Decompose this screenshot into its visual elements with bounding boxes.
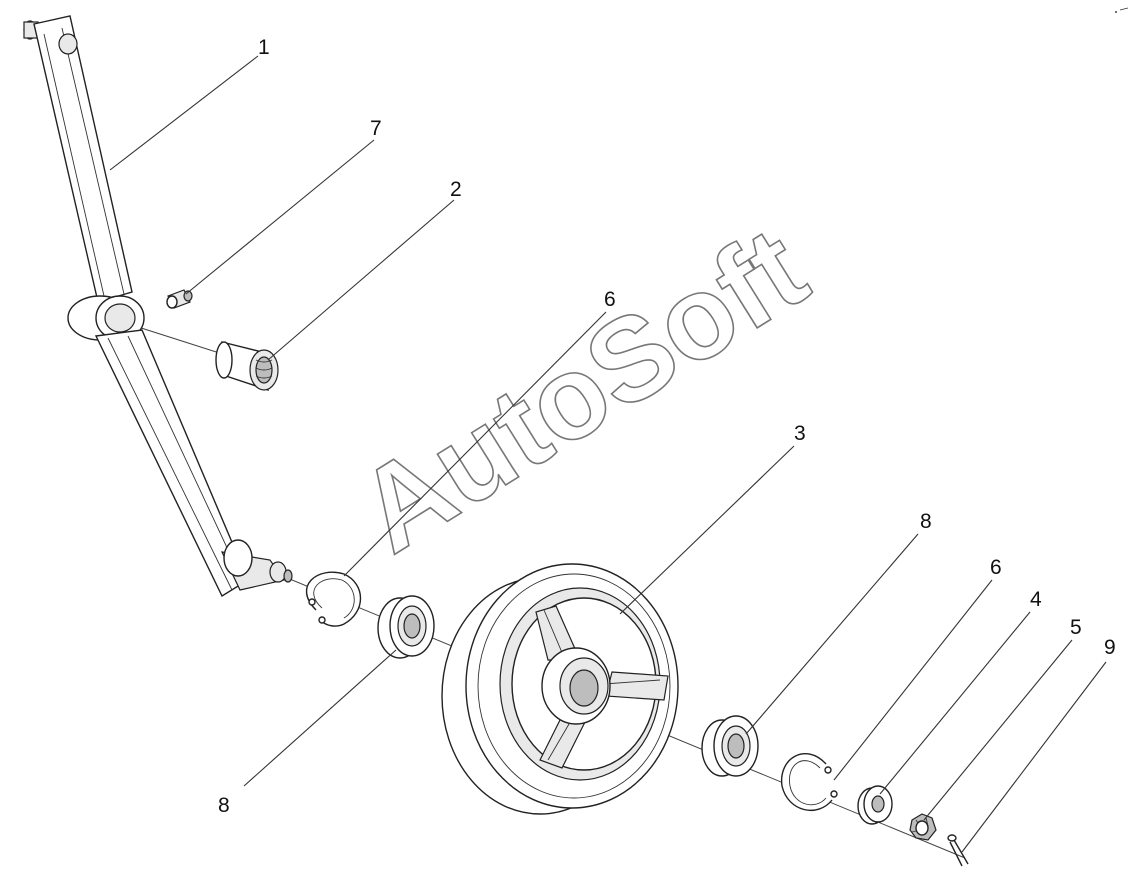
- washer-part: [857, 785, 893, 825]
- callout-9: 9: [1104, 636, 1116, 659]
- callout-4: 4: [1030, 588, 1042, 611]
- watermark: AutoSoft: [335, 201, 829, 578]
- callout-8-left: 8: [218, 794, 230, 817]
- bearing-right-part: [701, 715, 759, 777]
- svg-text:AutoSoft: AutoSoft: [336, 202, 828, 578]
- corner-mark: [1115, 7, 1129, 13]
- bearing-left-part: [377, 595, 435, 659]
- callout-2: 2: [450, 178, 462, 201]
- callout-labels: 1 7 2 6 3 8 6 4 5 9 8: [218, 36, 1116, 817]
- castle-nut-part: [909, 813, 937, 841]
- callout-8-right: 8: [920, 510, 932, 533]
- callout-5: 5: [1070, 616, 1082, 639]
- arm-frame-part: [23, 15, 293, 598]
- bushing-part: [215, 341, 279, 392]
- grease-nipple-part: [166, 289, 193, 309]
- callout-7: 7: [370, 117, 382, 140]
- snap-ring-left-part: [305, 571, 361, 627]
- callout-6-left: 6: [604, 288, 616, 311]
- callout-3: 3: [794, 422, 806, 445]
- cotter-pin-part: [947, 834, 969, 867]
- callout-6-right: 6: [990, 556, 1002, 579]
- snap-ring-right-part: [781, 753, 838, 811]
- leader-lines: [109, 55, 1107, 853]
- callout-1: 1: [258, 36, 270, 59]
- wheel-part: [441, 563, 679, 815]
